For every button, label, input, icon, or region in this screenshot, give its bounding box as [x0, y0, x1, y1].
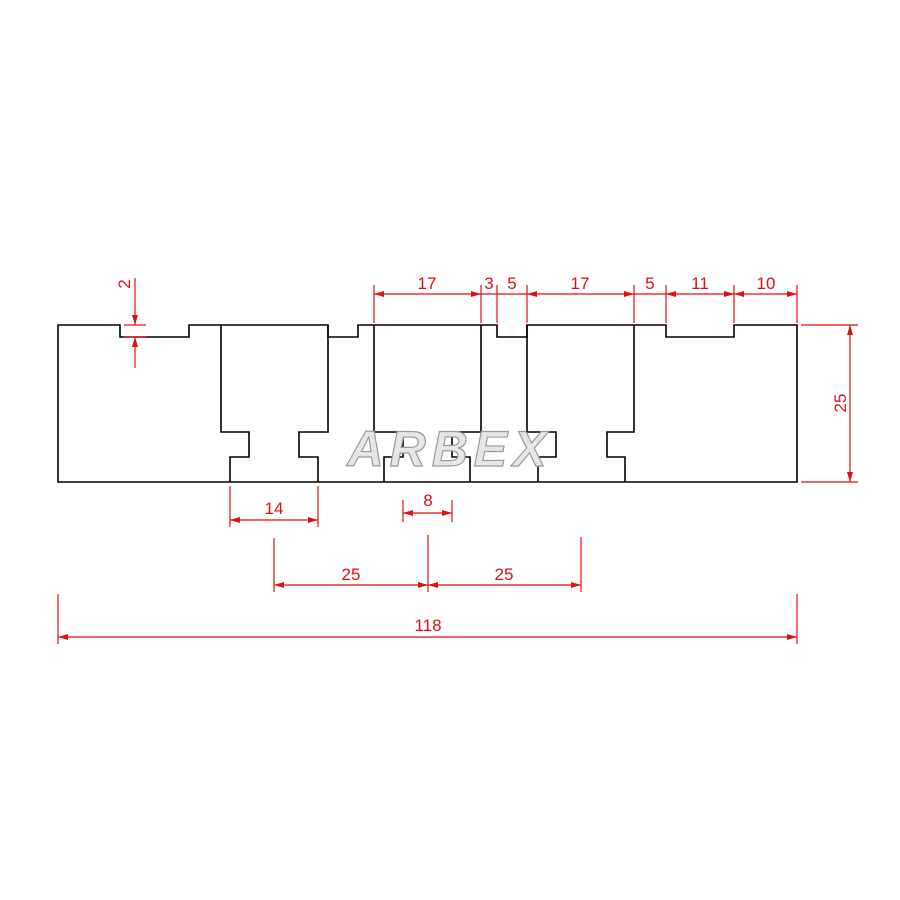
dimension-label: 2 [115, 279, 134, 288]
dimension-label: 8 [423, 491, 432, 510]
dimension-pitch: 25 25 [273, 535, 582, 592]
arbex-watermark: ARBEX [345, 421, 552, 477]
dimension-label: 118 [414, 616, 441, 635]
dimension-center-neck: 8 [402, 491, 453, 522]
dimension-overall-width: 118 [57, 594, 798, 644]
outer-profile [57, 324, 798, 483]
dimension-label: 17 [571, 274, 590, 293]
dimension-label: 25 [831, 394, 850, 413]
dimension-label: 25 [342, 565, 361, 584]
dimension-label: 5 [507, 274, 516, 293]
t-slot-piece-left [220, 325, 329, 482]
dimension-label: 10 [757, 274, 776, 293]
dimension-slot-width: 14 [229, 486, 319, 527]
dimension-label: 14 [265, 499, 284, 518]
t-slot-piece-right [526, 325, 635, 482]
dimension-top-chain: 17 3 5 17 5 11 10 [373, 274, 798, 323]
dimension-label: 17 [418, 274, 437, 293]
dimension-label: 11 [691, 274, 709, 293]
dimension-notch-depth: 2 [115, 278, 146, 368]
dimension-label: 3 [484, 274, 493, 293]
dimension-label: 5 [645, 274, 654, 293]
center-piece [373, 325, 482, 482]
dimension-label: 25 [495, 565, 514, 584]
dimension-height: 25 [801, 324, 858, 483]
